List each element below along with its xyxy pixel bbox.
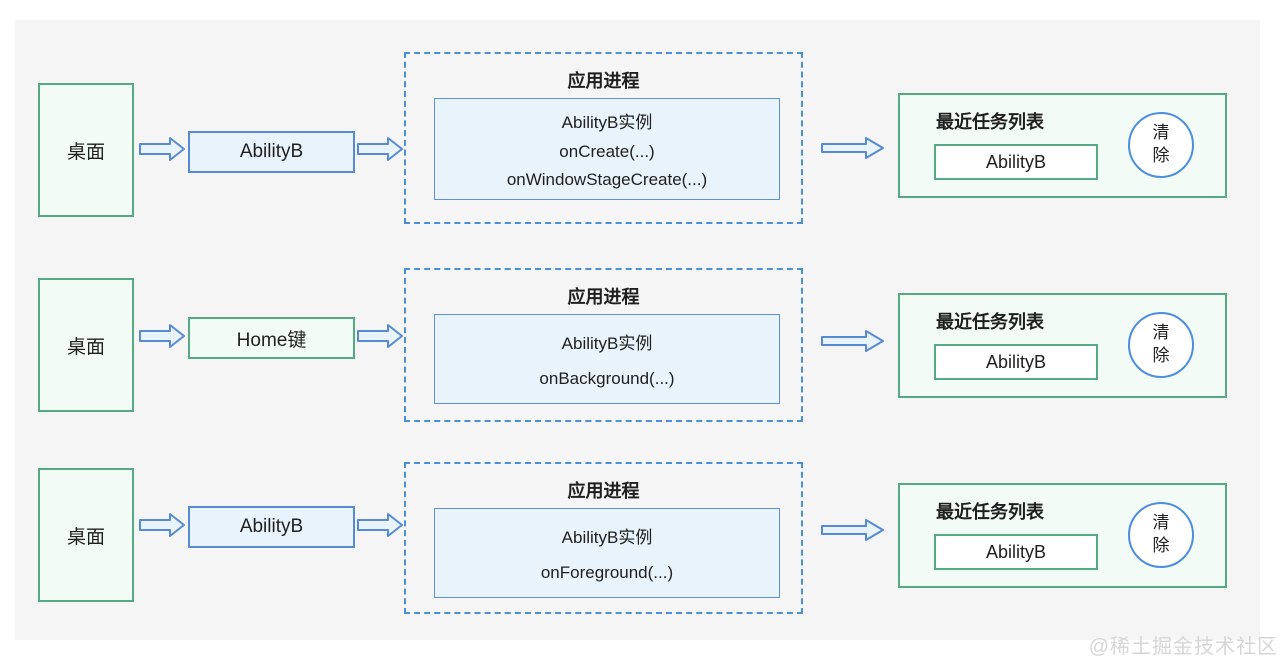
task-item-box: AbilityB (934, 534, 1098, 570)
recent-tasks-box: 最近任务列表 AbilityB 清除 (898, 293, 1227, 398)
clear-button-label: 清除 (1152, 513, 1170, 555)
arrow-right-icon (139, 324, 185, 348)
watermark: @稀土掘金技术社区 (1088, 636, 1278, 658)
trigger-label: AbilityB (239, 141, 304, 162)
app-process-box: 应用进程 AbilityB实例 onCreate(...) onWindowSt… (404, 52, 803, 224)
desktop-label: 桌面 (66, 336, 105, 358)
desktop-box: 桌面 (38, 468, 134, 602)
trigger-box: AbilityB (188, 131, 355, 173)
recent-tasks-title: 最近任务列表 (936, 112, 1044, 132)
ability-instance-box: AbilityB实例 onForeground(...) (434, 508, 780, 598)
trigger-box: AbilityB (188, 506, 355, 548)
task-item-label: AbilityB (985, 151, 1047, 172)
recent-tasks-title: 最近任务列表 (936, 312, 1044, 332)
arrow-right-icon (139, 513, 185, 537)
ability-instance-box: AbilityB实例 onCreate(...) onWindowStageCr… (434, 98, 780, 200)
clear-button-label: 清除 (1152, 323, 1170, 365)
callback-label: onBackground(...) (539, 368, 675, 388)
app-process-title: 应用进程 (567, 481, 640, 501)
flow-row-background: 桌面 Home键 应用进程 AbilityB实例 onBackground(..… (0, 268, 1286, 422)
recent-tasks-box: 最近任务列表 AbilityB 清除 (898, 93, 1227, 198)
arrow-right-icon (821, 137, 884, 159)
ability-instance-box: AbilityB实例 onBackground(...) (434, 314, 780, 404)
desktop-box: 桌面 (38, 278, 134, 412)
ability-instance-label: AbilityB实例 (561, 112, 653, 132)
app-process-title: 应用进程 (567, 71, 640, 91)
app-process-box: 应用进程 AbilityB实例 onBackground(...) (404, 268, 803, 422)
recent-tasks-box: 最近任务列表 AbilityB 清除 (898, 483, 1227, 588)
callback-label: onCreate(...) (559, 141, 655, 161)
task-item-label: AbilityB (985, 541, 1047, 562)
task-item-box: AbilityB (934, 144, 1098, 180)
arrow-right-icon (821, 519, 884, 541)
app-process-box: 应用进程 AbilityB实例 onForeground(...) (404, 462, 803, 614)
clear-button: 清除 (1128, 502, 1194, 568)
task-item-box: AbilityB (934, 344, 1098, 380)
flow-row-foreground: 桌面 AbilityB 应用进程 AbilityB实例 onForeground… (0, 462, 1286, 614)
arrow-right-icon (357, 137, 403, 161)
flow-row-launch: 桌面 AbilityB 应用进程 AbilityB实例 onCreate(...… (0, 52, 1286, 224)
callback-label: onWindowStageCreate(...) (506, 170, 708, 190)
arrow-right-icon (139, 137, 185, 161)
clear-button-label: 清除 (1152, 123, 1170, 165)
ability-instance-label: AbilityB实例 (561, 528, 653, 548)
trigger-label: AbilityB (239, 516, 304, 537)
arrow-right-icon (357, 324, 403, 348)
desktop-box: 桌面 (38, 83, 134, 217)
arrow-right-icon (357, 513, 403, 537)
recent-tasks-title: 最近任务列表 (936, 502, 1044, 522)
app-process-title: 应用进程 (567, 287, 640, 307)
arrow-right-icon (821, 330, 884, 352)
trigger-label: Home键 (236, 329, 307, 351)
task-item-label: AbilityB (985, 351, 1047, 372)
clear-button: 清除 (1128, 312, 1194, 378)
desktop-label: 桌面 (66, 526, 105, 548)
callback-label: onForeground(...) (540, 562, 674, 582)
ability-instance-label: AbilityB实例 (561, 334, 653, 354)
trigger-box: Home键 (188, 317, 355, 359)
desktop-label: 桌面 (66, 141, 105, 163)
clear-button: 清除 (1128, 112, 1194, 178)
